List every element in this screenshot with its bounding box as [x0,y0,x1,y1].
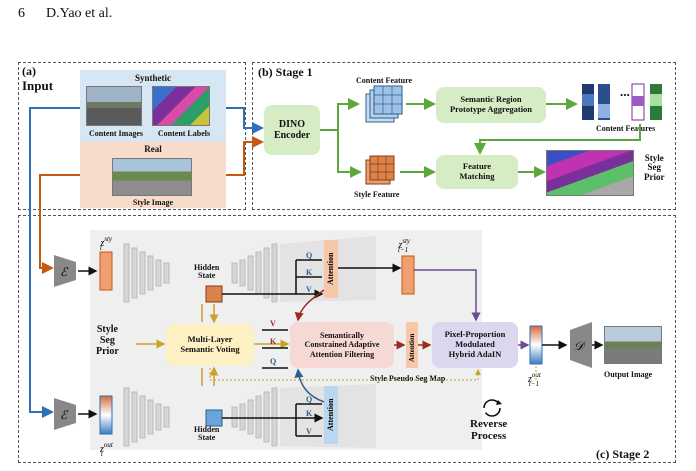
stage2-panel [18,215,676,463]
content-images-label: Content Images [89,129,143,138]
arrow-bottom-to-scaaf [294,368,325,403]
stage2-style-seg-prior-label: Style Seg Prior [96,324,119,357]
hidden-state-top-label: Hidden State [194,263,220,281]
svg-text:K: K [306,268,313,277]
attention-block-mid [406,322,418,368]
srpa-box: Semantic Region Prototype Aggregation [436,87,546,123]
svg-text:Q: Q [306,251,312,260]
feature-matching-box: Feature Matching [436,155,518,189]
page-number: 6 [18,6,25,21]
style-feature-label: Style Feature [354,190,400,199]
scaaf-box: Semantically Constrained Adaptive Attent… [290,322,394,368]
svg-text:K: K [270,337,277,346]
arrow-features-to-fm [474,124,641,155]
content-labels-label: Content Labels [157,129,211,138]
arrow-content-to-dino [226,107,264,134]
encoder-top [54,255,76,287]
z-sty-t-bar [99,251,113,291]
attention-block-bottom [324,386,338,444]
input-panel [18,62,246,210]
content-features-ellipsis: ... [620,84,630,99]
svg-text:ℰ: ℰ [60,265,69,279]
svg-text:Attention: Attention [408,334,416,362]
hidden-state-cube-top [205,285,223,303]
content-feature-columns [582,83,662,121]
encoder-bottom [54,398,76,430]
svg-text:Q: Q [270,357,276,366]
content-image-thumbnail [86,86,142,126]
hidden-state-bottom-label: Hidden State [194,425,220,443]
stage1-style-seg-prior-label: Style Seg Prior [644,153,665,182]
style-seg-prior-map [546,150,634,196]
svg-text:ℰ: ℰ [60,408,69,422]
unet-stack-top [123,243,278,303]
content-feature-label: Content Feature [356,76,413,85]
decoder [570,322,592,368]
svg-text:V: V [306,427,312,436]
reverse-process-icon [483,399,502,417]
arrow-style-to-dino [226,136,264,176]
content-label-thumbnail [152,86,210,126]
synthetic-label: Synthetic [135,73,171,83]
unet-stack-bottom [123,387,278,447]
svg-text:Attention: Attention [326,252,335,285]
style-image-thumbnail [112,158,192,196]
arrow-dino-content [320,98,360,131]
content-features-label: Content Features [596,124,656,133]
svg-text:𝒟: 𝒟 [574,339,586,353]
z-out-t-bar [99,395,113,435]
svg-text:V: V [270,319,276,328]
output-image-thumbnail [604,326,662,364]
input-letter: (a) [22,64,36,78]
svg-text:Q: Q [306,395,312,404]
stage1-title: (b) Stage 1 [258,65,313,79]
style-image-label: Style Image [132,198,174,207]
svg-text:V: V [306,285,312,294]
svg-text:K: K [306,409,313,418]
stage2-title: (c) Stage 2 [596,447,650,461]
input-title: Input [22,78,54,93]
content-feature-cube [365,85,403,123]
mlsv-box: Multi-Layer Semantic Voting [166,324,254,366]
arrow-zsty-to-ppmh [414,269,481,322]
arrow-dino-style [337,130,362,178]
real-label: Real [144,144,162,154]
z-out-prev-bar [529,325,543,365]
hidden-state-cube-bottom [205,409,223,427]
arrow-input-blue-down [29,107,80,418]
arrow-attn-to-scaaf [294,289,325,322]
z-sty-prev-bar [401,255,415,295]
svg-text:Attention: Attention [326,398,335,431]
arrow-input-orange-down [39,174,80,274]
running-authors: D.Yao et al. [46,6,113,21]
output-image-label: Output Image [604,370,653,379]
attention-block-top [324,240,338,298]
reverse-process-label: Reverse Process [470,418,508,443]
style-pseudo-seg-map-label: Style Pseudo Seg Map [370,374,446,383]
style-feature-cube [365,155,395,185]
dino-encoder-box: DINO Encoder [264,105,320,155]
ppmh-box: Pixel-Proportion Modulated Hybrid AdaIN [432,322,518,368]
